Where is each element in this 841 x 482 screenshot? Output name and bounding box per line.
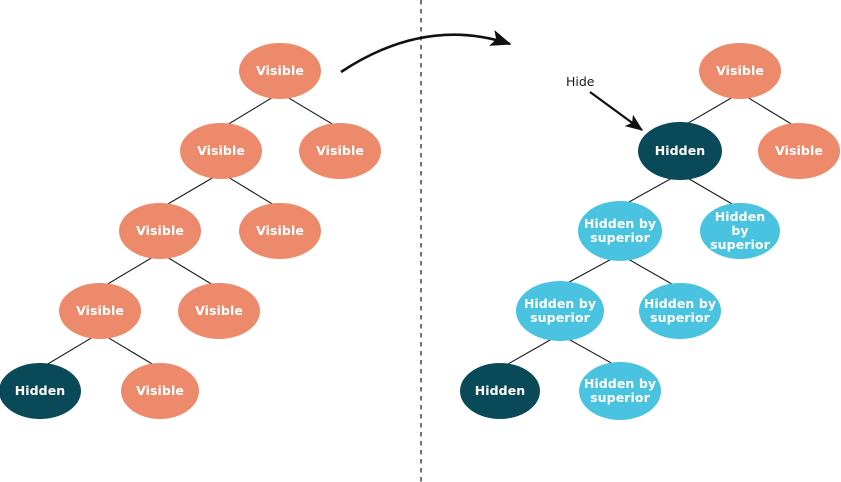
tree-node-visible[interactable]: Visible [121,363,199,419]
node-label: Visible [316,143,364,158]
node-label: Hidden [474,383,526,398]
node-label: Visible [775,143,823,158]
tree-node-visible[interactable]: Visible [119,203,201,259]
tree-node-visible[interactable]: Visible [758,123,840,179]
annotation-arrows [340,30,644,131]
tree-node-visible[interactable]: Visible [299,123,381,179]
node-label: Hidden [14,383,66,398]
node-label: Visible [197,143,245,158]
node-label: Visible [256,223,304,238]
hide-arrow-icon [589,91,644,131]
tree-node-hidden[interactable]: Hidden [0,363,81,419]
transition-arrow-icon [340,30,512,74]
hide-action-label: Hide [566,74,595,89]
node-label: Visible [76,303,124,318]
node-label: Visible [195,303,243,318]
tree-node-hidden[interactable]: Hidden [638,122,722,180]
node-label: Visible [136,223,184,238]
node-label: Hidden [654,143,706,158]
node-label: Visible [256,63,304,78]
tree-node-visible[interactable]: Visible [699,43,781,99]
tree-node-hidden[interactable]: Hidden [460,363,540,419]
node-label: Visible [136,383,184,398]
tree-node-visible[interactable]: Visible [180,123,262,179]
node-label: Visible [716,63,764,78]
tree-node-visible[interactable]: Visible [178,283,260,339]
tree-node-visible[interactable]: Visible [239,43,321,99]
tree-node-visible[interactable]: Visible [239,203,321,259]
tree-node-visible[interactable]: Visible [59,283,141,339]
